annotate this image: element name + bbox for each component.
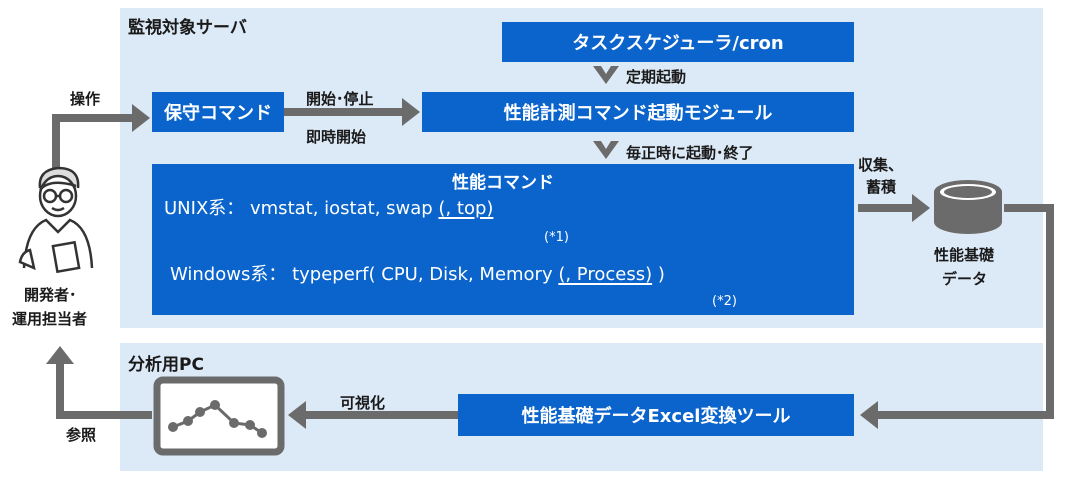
- start-stop-label: 開始･停止: [306, 90, 374, 108]
- scheduler-box: タスクスケジューラ/cron: [502, 22, 854, 62]
- person-icon: [18, 166, 94, 274]
- periodic-launch-label: 定期起動: [626, 68, 687, 86]
- unix-command-line: UNIX系： vmstat, iostat, swap (, top): [164, 194, 493, 220]
- operate-label: 操作: [70, 90, 101, 108]
- hourly-label: 毎正時に起動･終了: [626, 144, 754, 162]
- windows-commands: Windows系： typeperf( CPU, Disk, Memory: [170, 264, 559, 285]
- collect-label: 収集、: [858, 156, 904, 174]
- db-label-line2: データ: [942, 270, 988, 288]
- unix-note: (*1): [544, 230, 569, 245]
- db-label-line1: 性能基礎: [934, 246, 995, 264]
- unix-optional: (, top): [438, 198, 494, 219]
- unix-commands: UNIX系： vmstat, iostat, swap: [164, 198, 439, 219]
- windows-close-paren: ): [652, 264, 665, 285]
- performance-command-title: 性能コマンド: [452, 173, 554, 193]
- database-icon: [934, 180, 1002, 234]
- performance-command-box: 性能コマンド UNIX系： vmstat, iostat, swap (, to…: [152, 164, 854, 315]
- db-to-tool-arrow: [874, 204, 1054, 419]
- windows-optional: (, Process): [558, 264, 653, 285]
- pc-region-title: 分析用PC: [128, 355, 204, 375]
- windows-note: (*2): [712, 294, 737, 309]
- person-label-line2: 運用担当者: [12, 310, 88, 328]
- launcher-module-box: 性能計測コマンド起動モジュール: [422, 92, 854, 132]
- person-label-line1: 開発者･: [24, 286, 77, 304]
- windows-command-line: Windows系： typeperf( CPU, Disk, Memory (,…: [170, 260, 665, 286]
- server-region-title: 監視対象サーバ: [128, 18, 247, 38]
- accumulate-label: 蓄積: [866, 178, 897, 196]
- immediate-start-label: 即時開始: [306, 128, 367, 146]
- maintenance-command-box: 保守コマンド: [152, 92, 284, 132]
- chart-monitor-icon: [153, 376, 285, 456]
- operate-arrow: [52, 114, 138, 170]
- visualize-label: 可視化: [340, 394, 386, 412]
- reference-label: 参照: [66, 426, 97, 444]
- reference-arrow: [56, 360, 152, 419]
- excel-converter-tool-box: 性能基礎データExcel変換ツール: [458, 394, 854, 436]
